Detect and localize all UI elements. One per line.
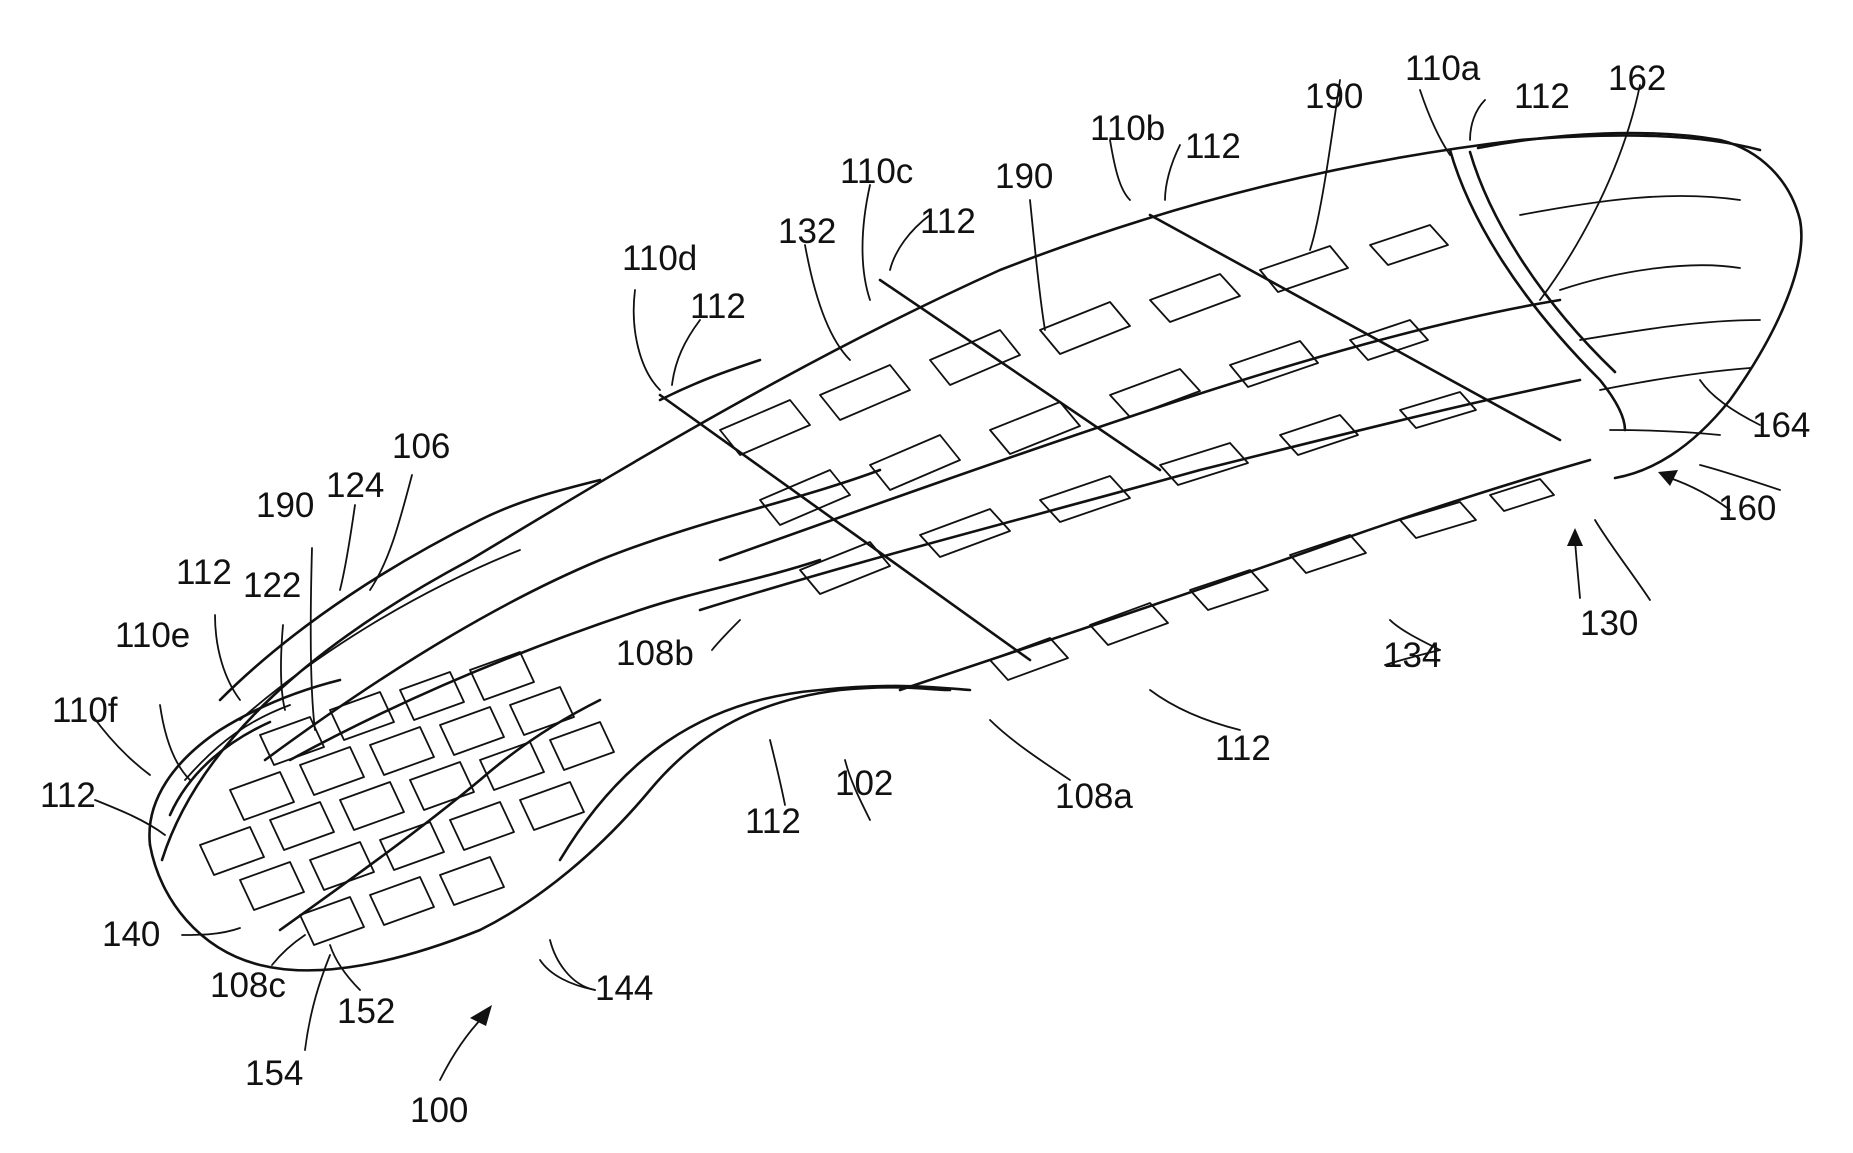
label-112-b: 112 — [1185, 127, 1241, 166]
label-154: 154 — [245, 1054, 303, 1093]
label-124: 124 — [326, 466, 384, 505]
label-110b: 110b — [1090, 109, 1165, 148]
label-122: 122 — [243, 566, 301, 605]
label-108c: 108c — [210, 966, 286, 1005]
label-108b: 108b — [616, 634, 694, 673]
label-112-toe: 112 — [1514, 77, 1570, 116]
label-110f: 110f — [52, 691, 118, 730]
label-190-mid: 190 — [995, 157, 1053, 196]
label-190-heel: 190 — [256, 486, 314, 525]
heel-lug-cluster — [200, 652, 614, 945]
label-164: 164 — [1752, 406, 1810, 445]
label-108a: 108a — [1055, 777, 1133, 816]
label-112-fore: 112 — [1215, 729, 1271, 768]
label-100: 100 — [410, 1091, 468, 1130]
label-112-d: 112 — [690, 287, 746, 326]
label-112-c: 112 — [920, 202, 976, 241]
label-132: 132 — [778, 212, 836, 251]
label-110a: 110a — [1405, 49, 1481, 88]
label-162: 162 — [1608, 59, 1666, 98]
label-102: 102 — [835, 764, 893, 803]
label-112-heel: 112 — [176, 553, 232, 592]
label-110d: 110d — [622, 239, 697, 278]
label-190-top: 190 — [1305, 77, 1363, 116]
label-110e: 110e — [115, 616, 190, 655]
label-112-arch: 112 — [745, 802, 801, 841]
label-152: 152 — [337, 992, 395, 1031]
label-140: 140 — [102, 915, 160, 954]
label-144: 144 — [595, 969, 653, 1008]
label-110c: 110c — [840, 152, 913, 191]
label-130: 130 — [1580, 604, 1638, 643]
label-160: 160 — [1718, 489, 1776, 528]
label-134: 134 — [1383, 636, 1441, 675]
label-112-rear: 112 — [40, 776, 96, 815]
label-106: 106 — [392, 427, 450, 466]
